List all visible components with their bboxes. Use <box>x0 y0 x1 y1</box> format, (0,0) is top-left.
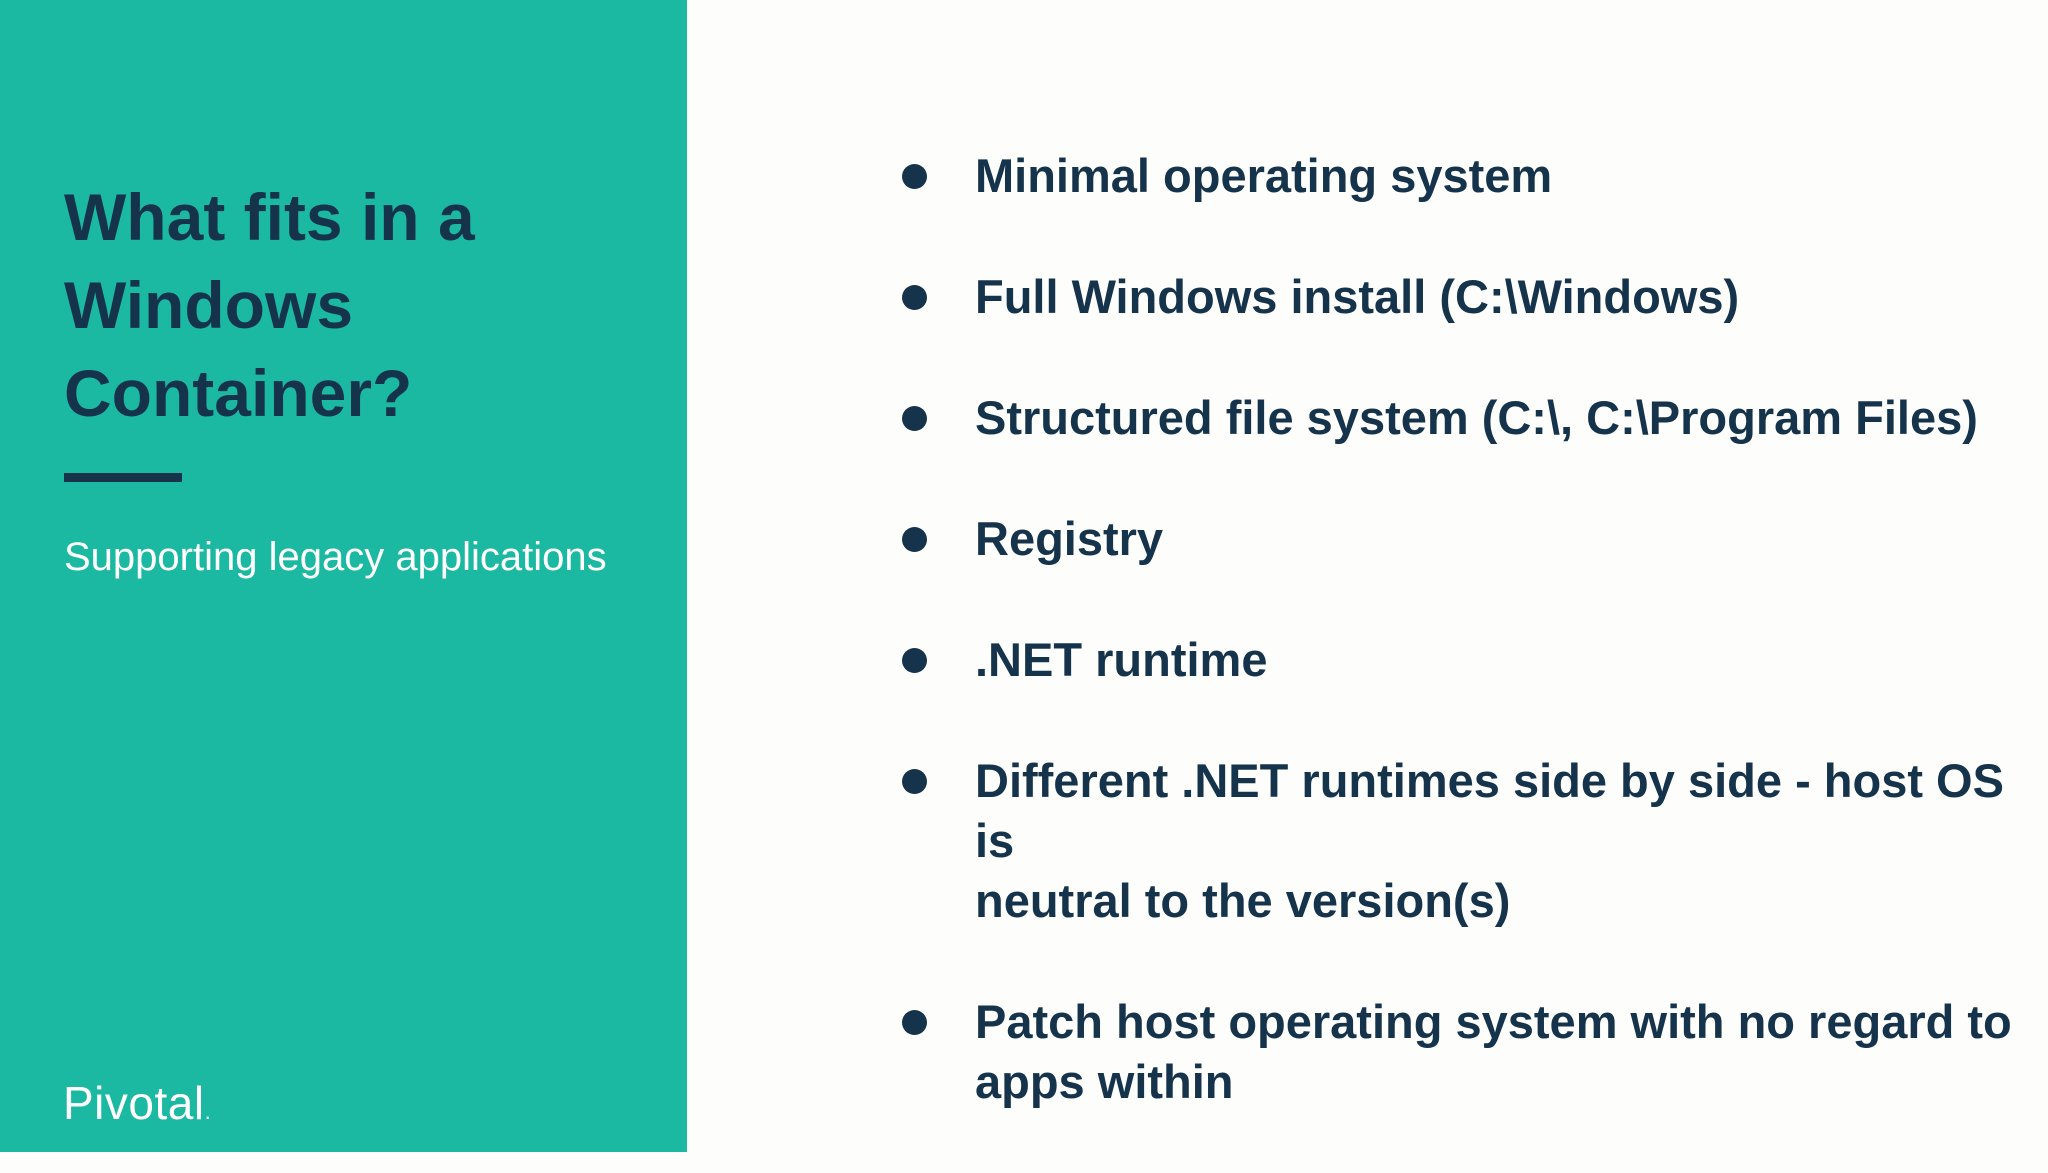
bullet-text: .NET runtime <box>975 633 1268 686</box>
bullet-dot-icon <box>902 527 927 552</box>
bullet-text: Structured file system (C:\, C:\Program … <box>975 391 1978 444</box>
title-divider <box>64 473 182 482</box>
pivotal-wordmark: Pivotal <box>63 1077 205 1129</box>
bullet-dot-icon <box>902 406 927 431</box>
bullet-dot-icon <box>902 769 927 794</box>
bullet-text: Registry <box>975 512 1164 565</box>
bullet-item: Registry <box>902 509 2048 569</box>
bullet-item: .NET runtime <box>902 630 2048 690</box>
bullet-item: Patch host operating system with no rega… <box>902 992 2048 1112</box>
bullet-dot-icon <box>902 1010 927 1035</box>
registered-trademark-dot: . <box>204 1099 211 1124</box>
bullet-text: Full Windows install (C:\Windows) <box>975 270 1740 323</box>
bullet-text: Minimal operating system <box>975 149 1553 202</box>
bullet-item: Minimal operating system <box>902 146 2048 206</box>
pivotal-logo: Pivotal. <box>63 1080 211 1135</box>
title-panel: What fits in a Windows Container? Suppor… <box>0 0 687 1152</box>
bullet-dot-icon <box>902 285 927 310</box>
bullet-dot-icon <box>902 164 927 189</box>
bullet-item: Full Windows install (C:\Windows) <box>902 267 2048 327</box>
bullet-item: Structured file system (C:\, C:\Program … <box>902 388 2048 448</box>
bullet-text: Different .NET runtimes side by side - h… <box>975 754 2004 927</box>
bullet-item: Different .NET runtimes side by side - h… <box>902 751 2048 931</box>
slide-subtitle: Supporting legacy applications <box>64 535 607 579</box>
bullet-text: Patch host operating system with no rega… <box>975 995 2012 1108</box>
slide-title: What fits in a Windows Container? <box>64 180 475 430</box>
bullet-dot-icon <box>902 648 927 673</box>
